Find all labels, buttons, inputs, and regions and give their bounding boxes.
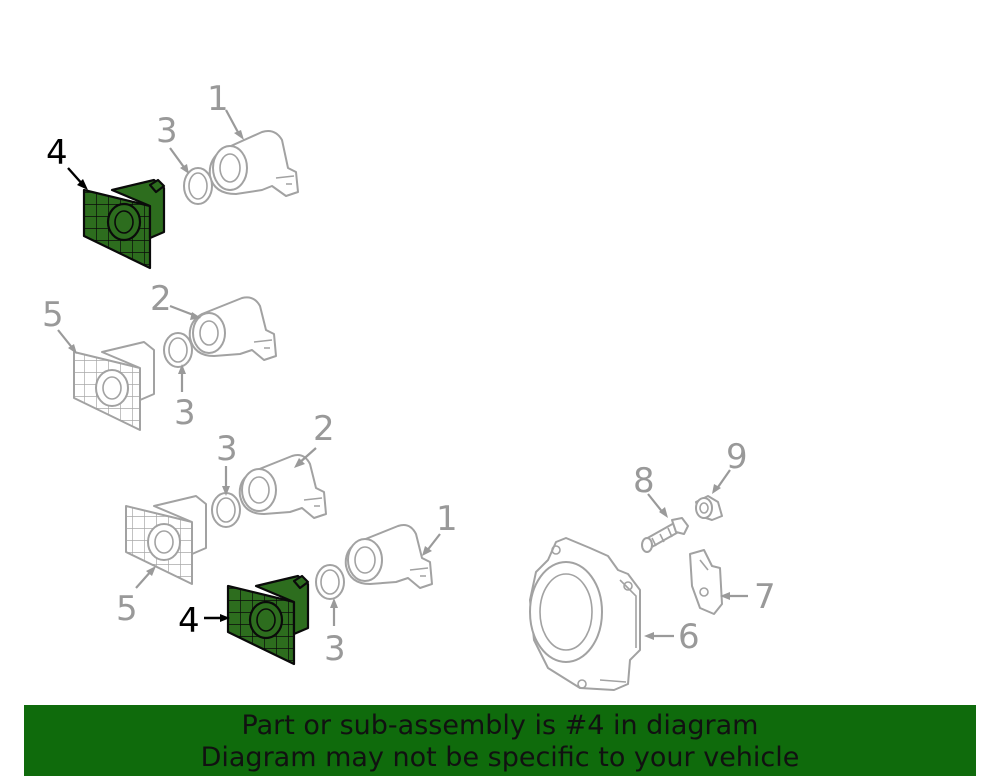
callout-3-low: 3 [216,429,238,469]
parking-sensor-part-2-low[interactable] [238,454,327,519]
callout-4-low: 4 [178,601,200,641]
sensor-bracket-part-5-mid[interactable] [73,341,155,431]
callout-labels: 1 3 4 2 5 3 3 2 1 5 4 3 8 9 7 6 [42,79,776,669]
sensor-ring-part-3-mid[interactable] [163,332,193,368]
clip-nut-part-9[interactable] [695,495,723,521]
banner-line-2: Diagram may not be specific to your vehi… [200,742,800,773]
sensor-ring-part-3-bottom[interactable] [315,564,345,600]
parking-sensor-part-1-low[interactable] [344,524,433,589]
sensor-bracket-part-5-low[interactable] [125,495,207,585]
callout-7: 7 [754,577,776,617]
callout-3-bottom: 3 [324,629,346,669]
callout-3-top: 3 [156,111,178,151]
callout-5-low: 5 [116,589,138,629]
parking-sensor-part-2-mid[interactable] [188,296,277,361]
sensor-bracket-part-4-low[interactable] [226,574,310,666]
callout-1-top: 1 [207,79,229,119]
sensor-ring-part-3-low[interactable] [211,492,241,528]
callout-2-low: 2 [313,409,335,449]
callout-8: 8 [633,461,655,501]
mounting-plate-part-7[interactable] [689,549,723,615]
callout-4-top: 4 [46,133,68,173]
callout-3-mid: 3 [174,393,196,433]
callout-1-low: 1 [436,499,458,539]
info-banner: Part or sub-assembly is #4 in diagram Di… [24,705,976,776]
callout-9: 9 [726,437,748,477]
parking-sensor-part-1-top[interactable] [208,130,299,197]
banner-line-1: Part or sub-assembly is #4 in diagram [241,710,759,741]
callout-6: 6 [678,617,700,657]
sensor-bracket-part-4-top[interactable] [82,178,166,270]
radar-module-part-6[interactable] [529,537,641,691]
callout-5-mid: 5 [42,295,64,335]
bolt-part-8[interactable] [641,517,689,553]
sensor-ring-part-3-top[interactable] [183,167,213,205]
leader-lines [57,109,748,640]
callout-2-mid: 2 [150,279,172,319]
